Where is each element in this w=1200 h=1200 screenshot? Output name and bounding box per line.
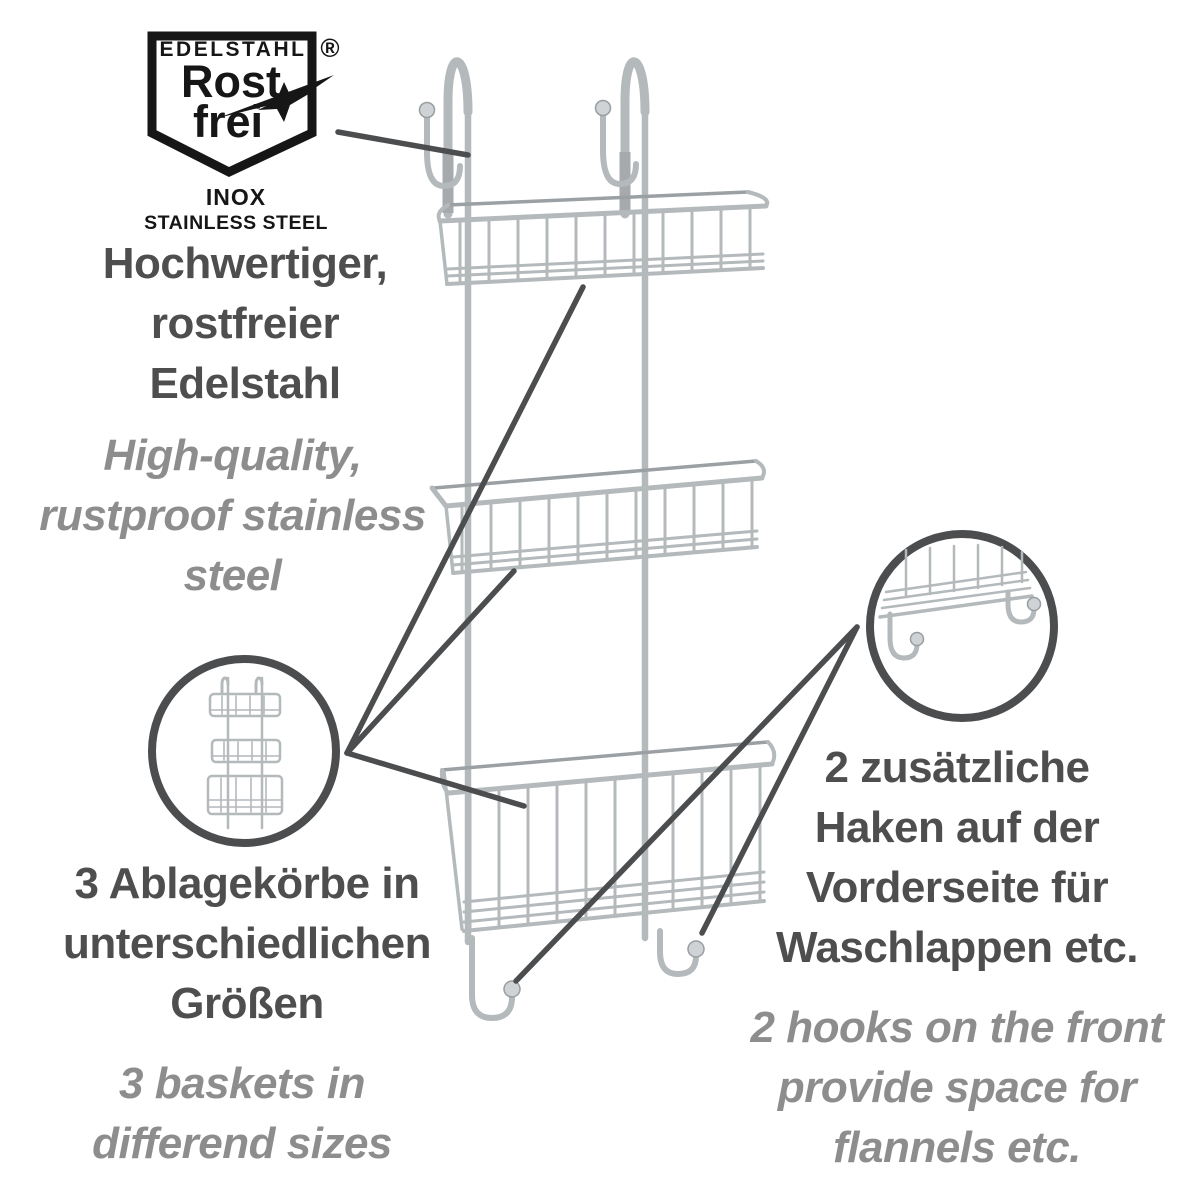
closeup-hook-right (1005, 589, 1042, 625)
mini-basket-middle (210, 738, 282, 764)
callout-hooks-en: 2 hooks on the front provide space for f… (750, 1003, 1164, 1172)
logo-inox-label: INOX (206, 184, 266, 210)
front-hook-left (469, 935, 521, 1022)
logo-rost-label: Rost (181, 56, 281, 107)
mini-caddy (206, 676, 284, 830)
callout-baskets-de: 3 Ablagekörbe in unterschiedlichen Größe… (62, 859, 432, 1028)
logo-edelstahl-label: EDELSTAHL (160, 38, 307, 61)
inset-circle-overview (148, 655, 340, 847)
registered-trademark-icon: ® (320, 33, 339, 63)
mini-basket-bottom (206, 774, 284, 816)
callout-line-to-left-front-hook (513, 624, 860, 984)
callout-baskets-en: 3 baskets in differend sizes (92, 1059, 392, 1168)
closeup-hook-left (887, 611, 925, 661)
logo-frei-label: frei (193, 96, 263, 147)
front-hook-right (657, 928, 705, 978)
closeup-basket-underside (878, 543, 1034, 619)
basket-middle (429, 459, 766, 575)
callout-line-to-middle-basket (344, 568, 517, 756)
top-ball-hook-left (418, 101, 463, 190)
shower-caddy (418, 57, 777, 1022)
callout-line-logo-to-hook (335, 129, 471, 158)
callout-line-to-bottom-basket (344, 750, 527, 809)
basket-top (436, 190, 770, 286)
callout-line-to-right-front-hook (699, 624, 860, 936)
top-ball-hook-right (594, 99, 639, 188)
logo-stainless-label: STAINLESS STEEL (144, 212, 328, 234)
callout-steel-de: Hochwertiger, rostfreier Edelstahl (102, 239, 388, 408)
logo-star-swoosh-icon (218, 75, 334, 122)
mini-basket-top (208, 692, 282, 718)
shield-outline (147, 31, 317, 178)
callout-line-to-top-basket (344, 284, 586, 756)
callout-hooks-de: 2 zusätzliche Haken auf der Vorderseite … (775, 743, 1139, 972)
inset-circle-hooks (866, 530, 1058, 722)
over-door-hook-right (620, 57, 650, 219)
over-door-hook-left (443, 57, 473, 219)
basket-bottom (439, 740, 777, 933)
callout-steel-en: High-quality, rustproof stainless steel (39, 431, 426, 600)
rostfrei-logo: EDELSTAHL ® Rost frei INOX STAINLESS STE… (144, 31, 340, 234)
